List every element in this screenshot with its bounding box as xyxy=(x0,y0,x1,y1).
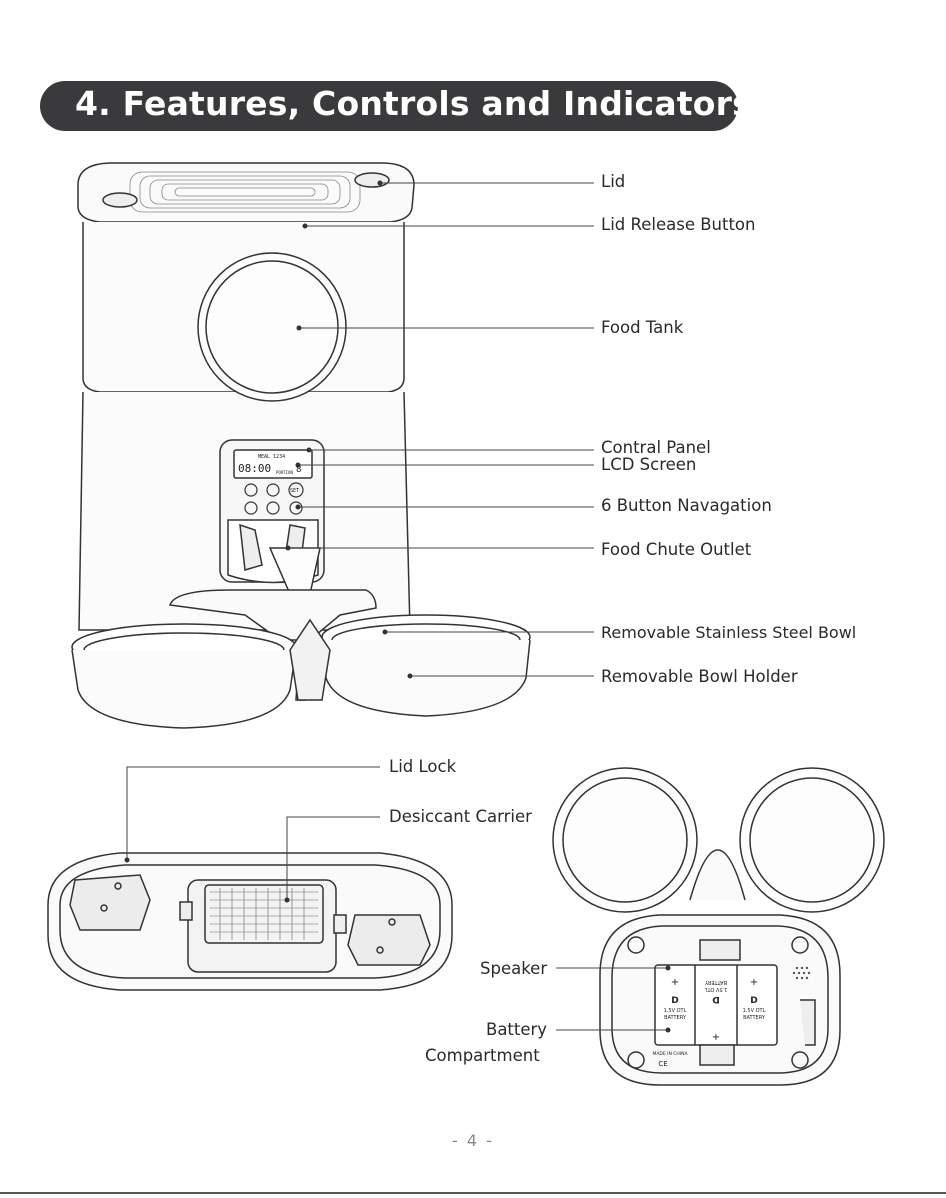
back-bowl-left xyxy=(553,768,697,912)
callout-desiccant-carrier: Desiccant Carrier xyxy=(389,807,532,826)
bottom-rule xyxy=(0,1192,946,1194)
battery-plus-2: + xyxy=(712,1032,720,1043)
tank-window-outer xyxy=(198,253,346,401)
lcd-time: 08:00 xyxy=(238,462,271,475)
battery-cell-1-label: D xyxy=(671,996,678,1006)
battery-cell-1-type: BATTERY xyxy=(664,1015,687,1021)
callout-bowl-holder: Removable Bowl Holder xyxy=(601,667,798,686)
callout-lid: Lid xyxy=(601,172,625,191)
lcd-meal: MEAL 1234 xyxy=(258,454,285,460)
battery-cell-3-voltage: 1.5V OTL xyxy=(743,1008,766,1014)
right-bowl-body xyxy=(322,640,530,716)
lcd-set-label: SET xyxy=(290,488,299,494)
callout-battery-line1: Battery xyxy=(486,1020,547,1039)
battery-plus-1: + xyxy=(671,977,679,988)
callout-food-tank: Food Tank xyxy=(601,318,683,337)
callout-speaker: Speaker xyxy=(480,959,547,978)
page-number: - 4 - xyxy=(0,1131,946,1150)
callout-battery-line2: Compartment xyxy=(425,1046,540,1065)
left-bowl-body xyxy=(72,650,296,728)
battery-cell-1-voltage: 1.5V OTL xyxy=(664,1008,687,1014)
callout-stainless-steel-bowl: Removable Stainless Steel Bowl xyxy=(601,623,856,642)
battery-cell-3-type: BATTERY xyxy=(743,1015,766,1021)
battery-cell-2-type: BATTERY xyxy=(704,979,727,985)
desiccant-carrier xyxy=(188,880,336,972)
battery-cell-3-label: D xyxy=(750,996,757,1006)
callout-lid-lock: Lid Lock xyxy=(389,757,456,776)
lid-lock-block xyxy=(70,875,150,930)
callout-lid-release-button: Lid Release Button xyxy=(601,215,755,234)
battery-cell-2-voltage: 1.5V OTL xyxy=(704,986,727,992)
callout-button-navigation: 6 Button Navagation xyxy=(601,496,772,515)
lcd-portion-label: PORTION xyxy=(276,470,293,475)
callout-lcd-screen: LCD Screen xyxy=(601,455,696,474)
cert-mark: CE xyxy=(658,1060,667,1068)
back-bowl-right xyxy=(740,768,884,912)
callout-food-chute-outlet: Food Chute Outlet xyxy=(601,540,751,559)
made-in-label: MADE IN CHINA xyxy=(652,1051,688,1057)
battery-plus-3: + xyxy=(750,977,758,988)
lid-latch-right xyxy=(355,173,389,187)
lcd-portion-value: 8 xyxy=(296,465,301,475)
lid-latch-left xyxy=(103,193,137,207)
battery-cell-2-label: D xyxy=(712,994,719,1004)
